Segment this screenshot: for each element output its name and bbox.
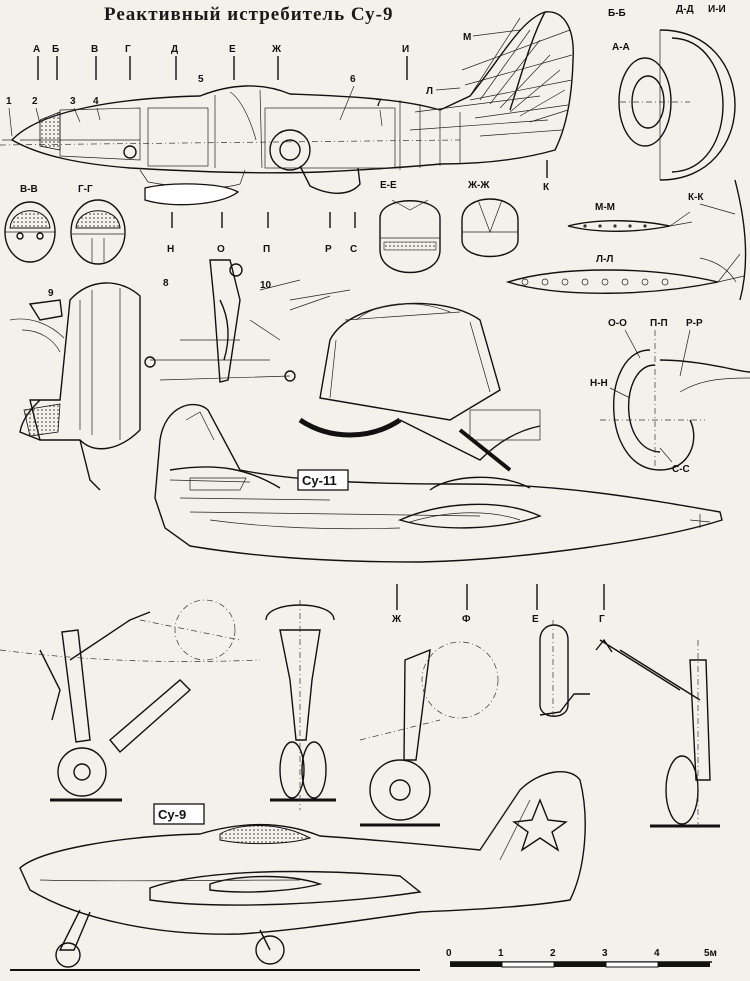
- part-number-4: 4: [93, 96, 99, 107]
- label-oo: О-О: [608, 318, 627, 329]
- gear-center: [265, 600, 336, 810]
- section-label-k: К: [543, 182, 550, 193]
- part-number-6: 6: [350, 74, 356, 85]
- section-label-m: М: [463, 32, 471, 43]
- label-zhzh: Ж-Ж: [467, 180, 490, 191]
- label-mm: М-М: [595, 202, 615, 213]
- gear-left: [0, 599, 261, 802]
- part-number-1: 1: [6, 96, 12, 107]
- part-number-7: 7: [376, 98, 382, 109]
- section-label-s: С: [350, 244, 357, 255]
- label-ee: Е-Е: [380, 180, 397, 191]
- section-label-n: Н: [167, 244, 174, 255]
- section-label-o: О: [217, 244, 225, 255]
- su11-tag: Су-11: [302, 473, 337, 488]
- cross-section-kk: К-К: [688, 179, 747, 301]
- cross-section-mm: М-М: [567, 202, 693, 232]
- cross-section-gg: Г-Г: [70, 184, 126, 265]
- ejection-seat: [9, 282, 141, 491]
- part-number-8: 8: [163, 278, 169, 289]
- part-number-5: 5: [198, 74, 204, 85]
- control-mechanism: [144, 259, 301, 383]
- label-ss: С-С: [672, 464, 690, 475]
- section-label-b: Б: [52, 44, 59, 55]
- part-numbers: 1 2 3 4 5 6 7 8 9 10: [6, 74, 383, 299]
- gear-mark-f: Ф: [462, 614, 471, 625]
- scale-tick-4: 4: [654, 948, 660, 959]
- scale-bar: 0 1 2 3 4 5м: [446, 948, 717, 968]
- scale-tick-2: 2: [550, 948, 556, 959]
- label-ll: Л-Л: [596, 254, 613, 265]
- section-label-r: Р: [325, 244, 332, 255]
- label-vv: В-В: [20, 184, 38, 195]
- scale-tick-1: 1: [498, 948, 504, 959]
- gear-mark-g: Г: [599, 614, 605, 625]
- part-number-9: 9: [48, 288, 54, 299]
- cross-section-dd-ii: Д-Д И-И: [659, 4, 736, 181]
- gear-mark-zh: Ж: [391, 614, 402, 625]
- section-label-zh: Ж: [271, 44, 282, 55]
- label-dd: Д-Д: [676, 4, 694, 15]
- cross-section-zhzh: Ж-Ж: [461, 180, 519, 258]
- part-number-2: 2: [32, 96, 38, 107]
- canopy-detail: [289, 289, 541, 472]
- su11-side-view: Су-11: [154, 403, 723, 563]
- label-pp: П-П: [650, 318, 668, 329]
- section-label-v: В: [91, 44, 98, 55]
- section-label-p: П: [263, 244, 270, 255]
- section-label-e: Е: [229, 44, 236, 55]
- label-bb: Б-Б: [608, 8, 626, 19]
- cross-section-ee: Е-Е: [379, 180, 441, 274]
- label-aa: А-А: [612, 42, 630, 53]
- scale-tick-3: 3: [602, 948, 608, 959]
- label-ii: И-И: [708, 4, 726, 15]
- gear-right: [595, 638, 720, 830]
- cross-section-intake: О-О П-П Р-Р Н-Н С-С: [590, 318, 750, 475]
- drawing-title: Реактивный истребитель Су-9: [104, 4, 394, 25]
- su9-tag: Су-9: [158, 807, 186, 822]
- part-number-10: 10: [260, 280, 272, 291]
- label-nn: Н-Н: [590, 378, 608, 389]
- gear-nose: [359, 641, 499, 827]
- label-gg: Г-Г: [78, 184, 93, 195]
- gear-mark-e: Е: [532, 614, 539, 625]
- gear-door: [539, 620, 590, 720]
- label-kk: К-К: [688, 192, 704, 203]
- gear-marks: Ж Ф Е Г: [391, 584, 605, 625]
- section-label-a: А: [33, 44, 40, 55]
- label-rr: Р-Р: [686, 318, 703, 329]
- su9-side-view: Су-9: [10, 771, 586, 971]
- cutaway-fuselage: [0, 11, 574, 206]
- part-number-3: 3: [70, 96, 76, 107]
- section-label-l: Л: [426, 86, 433, 97]
- section-label-g: Г: [125, 44, 131, 55]
- scale-tick-5: 5м: [704, 948, 717, 959]
- section-label-d: Д: [171, 44, 178, 55]
- section-markers-bottom: Н О П Р С: [167, 212, 357, 255]
- cross-section-bb-aa: Б-Б А-А: [608, 8, 690, 147]
- cross-section-vv: В-В: [4, 184, 56, 263]
- scale-tick-0: 0: [446, 948, 452, 959]
- section-markers-top: А Б В Г Д Е Ж И М Л К: [33, 29, 550, 193]
- cross-section-ll: Л-Л: [505, 253, 745, 294]
- section-label-i: И: [402, 44, 409, 55]
